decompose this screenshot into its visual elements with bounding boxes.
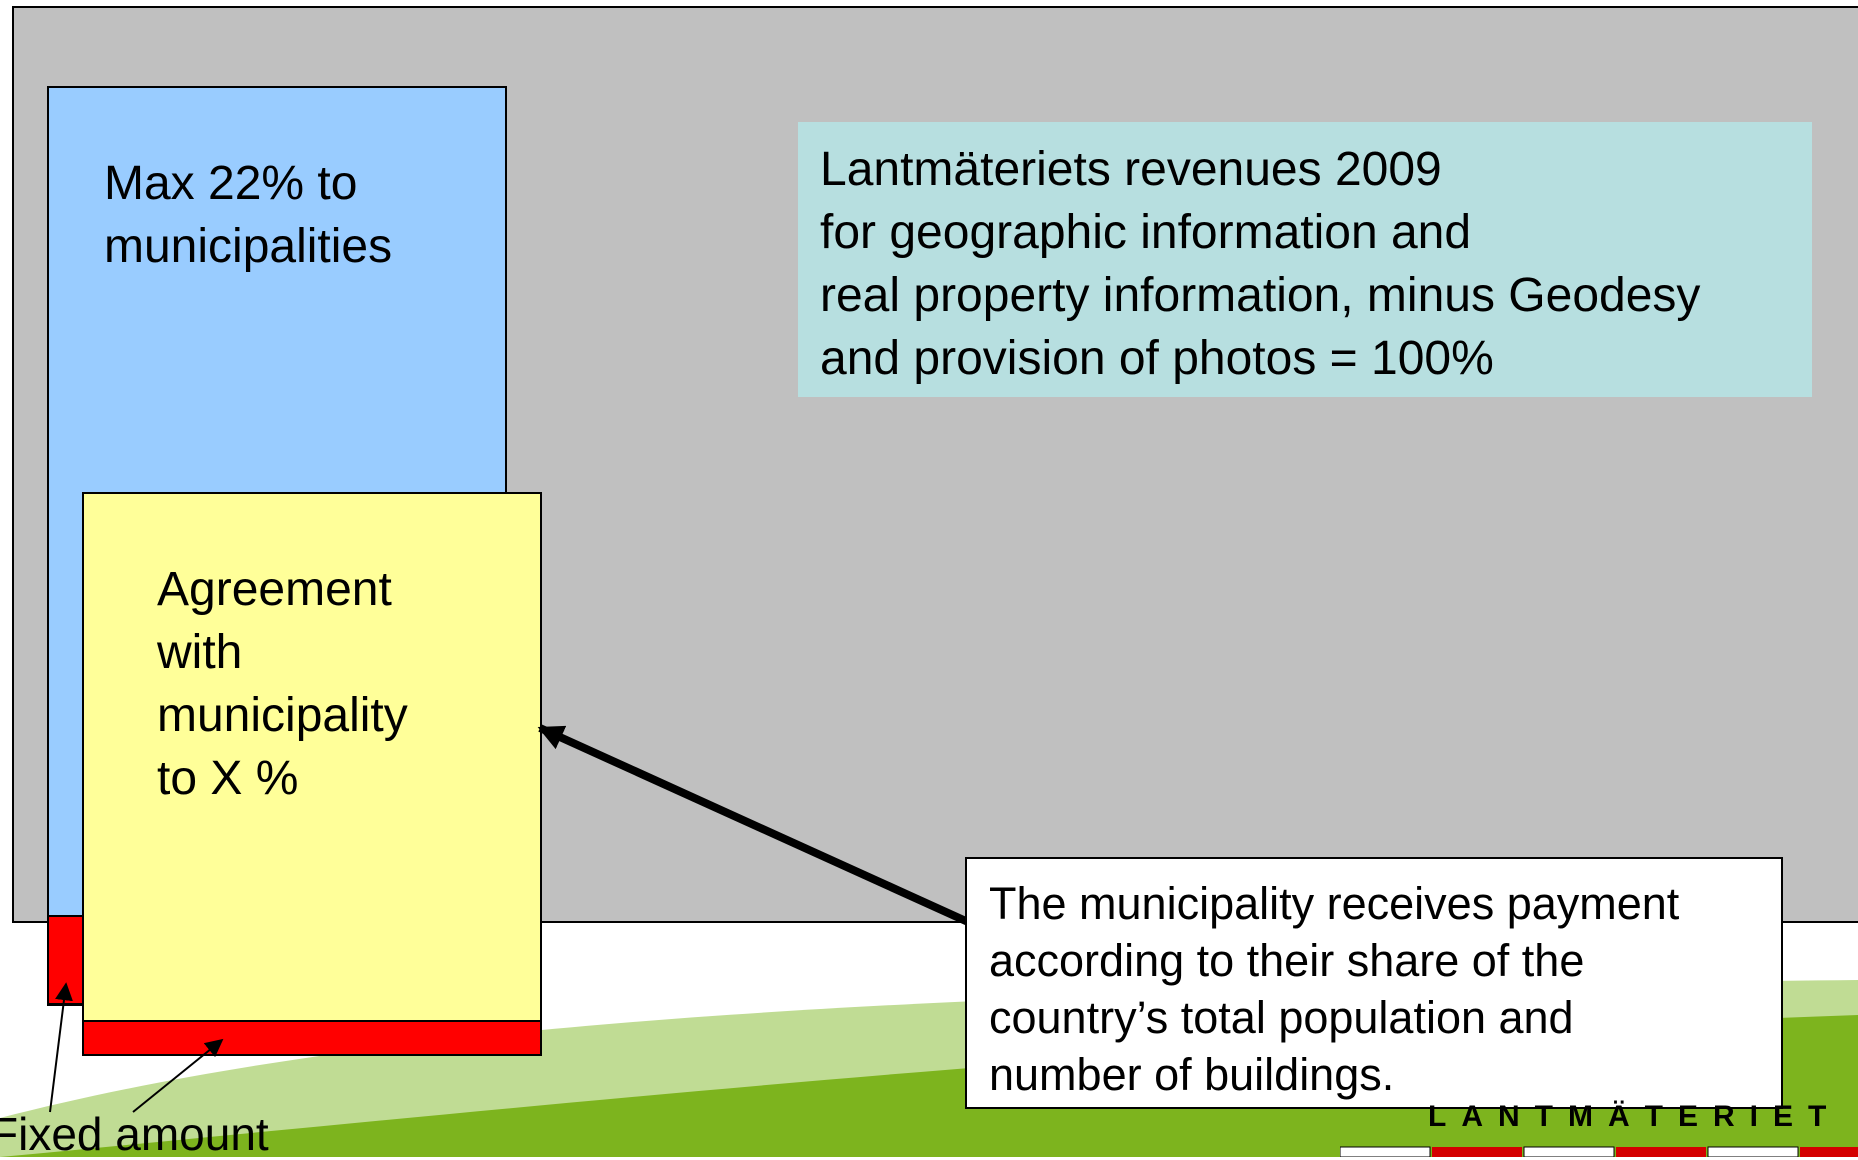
revenue-title-text: Lantmäteriets revenues 2009 for geograph… — [820, 143, 1701, 385]
logo-bar — [1340, 1146, 1858, 1157]
revenue-title-box: Lantmäteriets revenues 2009 for geograph… — [798, 122, 1812, 397]
lantmateriet-logo: LANTMÄTERIET — [1428, 1100, 1842, 1133]
agreement-label: Agreement with municipality to X % — [157, 563, 408, 805]
max-municipalities-label: Max 22% to municipalities — [104, 157, 393, 273]
agreement-block — [82, 492, 542, 1022]
fixed-amount-strip-bar — [82, 1020, 542, 1056]
fixed-amount-strip-small — [47, 915, 87, 1005]
payment-callout: The municipality receives payment accord… — [965, 857, 1783, 1109]
fixed-amount-label: Fixed amount — [0, 1108, 269, 1160]
payment-callout-text: The municipality receives payment accord… — [989, 878, 1680, 1100]
